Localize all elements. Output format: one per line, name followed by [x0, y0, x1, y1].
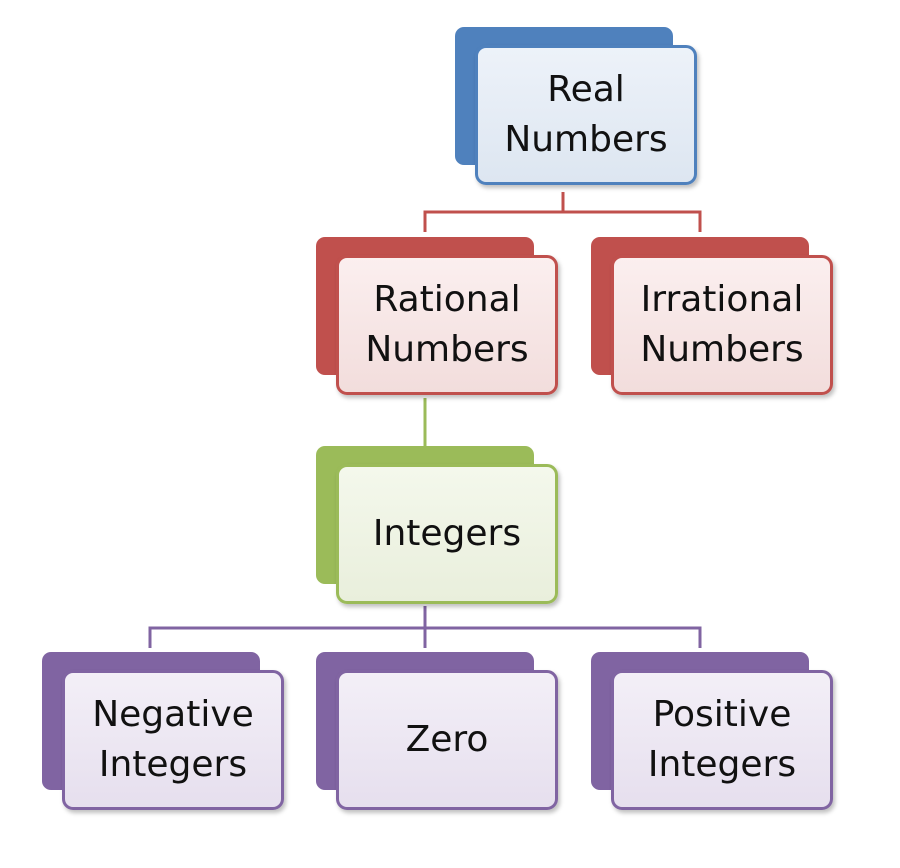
- node-card: Zero: [336, 670, 558, 810]
- connector-integers-children: [148, 626, 702, 648]
- node-card: Positive Integers: [611, 670, 833, 810]
- node-label: Integers: [372, 513, 522, 554]
- node-label: Negative Integers: [92, 694, 254, 785]
- node-label: Real Numbers: [504, 69, 668, 160]
- node-card: Rational Numbers: [336, 255, 558, 395]
- node-card: Irrational Numbers: [611, 255, 833, 395]
- node-label: Irrational Numbers: [640, 279, 804, 370]
- node-label: Zero: [405, 719, 489, 760]
- node-card: Real Numbers: [475, 45, 697, 185]
- node-label: Rational Numbers: [365, 279, 529, 370]
- node-card: Integers: [336, 464, 558, 604]
- connector-real-children: [423, 210, 702, 232]
- node-card: Negative Integers: [62, 670, 284, 810]
- node-label: Positive Integers: [647, 694, 797, 785]
